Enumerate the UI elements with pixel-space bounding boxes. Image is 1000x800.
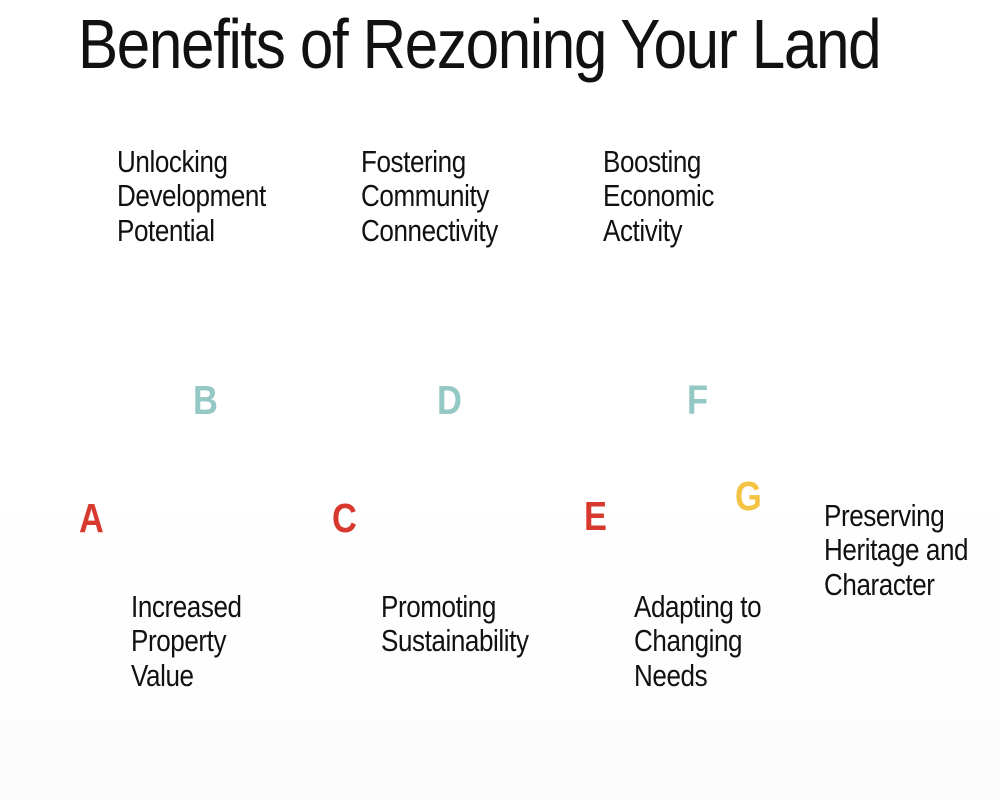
benefit-b-label: Unlocking Development Potential xyxy=(117,144,266,248)
benefit-c-letter: C xyxy=(332,495,357,541)
benefit-a-letter: A xyxy=(79,495,104,541)
benefit-e-letter: E xyxy=(584,493,607,539)
page-title: Benefits of Rezoning Your Land xyxy=(78,5,882,83)
benefit-b-letter: B xyxy=(193,377,218,423)
benefit-e-label: Adapting to Changing Needs xyxy=(634,589,762,693)
benefit-a-label: Increased Property Value xyxy=(131,589,242,693)
benefit-f-letter: F xyxy=(687,377,709,423)
benefit-f-label: Boosting Economic Activity xyxy=(603,144,714,248)
benefit-d-letter: D xyxy=(437,377,462,423)
benefit-g-label: Preserving Heritage and Character xyxy=(824,498,969,602)
benefit-g-letter: G xyxy=(735,473,762,519)
benefit-d-label: Fostering Community Connectivity xyxy=(361,144,498,248)
benefit-c-label: Promoting Sustainability xyxy=(381,589,529,659)
